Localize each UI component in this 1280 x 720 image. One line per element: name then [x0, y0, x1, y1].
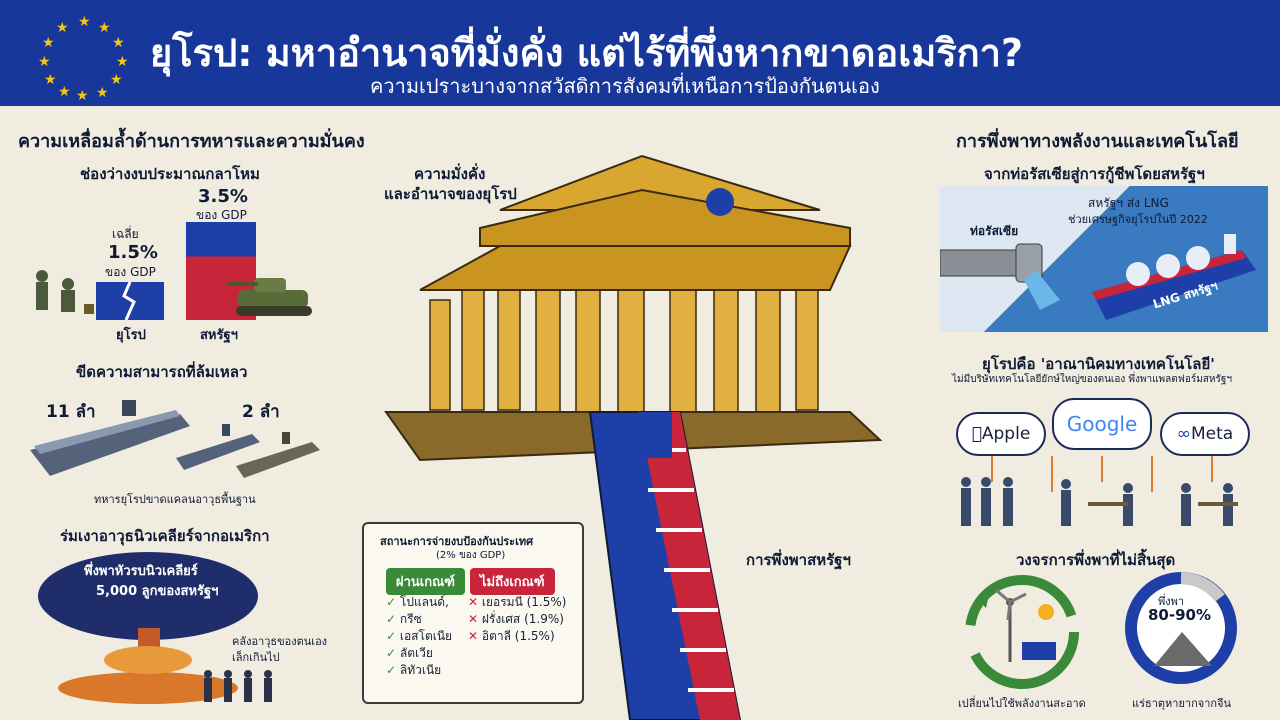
lng-text-1: สหรัฐฯ ส่ง LNG	[1088, 196, 1169, 210]
aircraft-carrier-icon	[30, 400, 190, 476]
military-section-title: ความเหลื่อมล้ำด้านการทหารและความมั่นคง	[18, 131, 365, 152]
soldier-silhouettes-icon	[204, 670, 272, 702]
us-label: สหรัฐฯ	[200, 328, 238, 343]
page-title: ยุโรป: มหาอำนาจที่มั่งคั่ง แต่ไร้ที่พึ่ง…	[150, 31, 1024, 75]
svg-text:★: ★	[38, 54, 51, 70]
budget-gap-title: ช่องว่างงบประมาณกลาโหม	[80, 165, 260, 183]
pass-item: ✓ เอสโตเนีย	[386, 629, 453, 643]
mushroom-cloud-icon	[38, 552, 258, 704]
temple-pillar-illustration	[384, 154, 883, 720]
eu-carrier-1-icon	[176, 424, 260, 470]
europe-budget-bar	[96, 281, 164, 321]
defense-status-scroll	[362, 522, 584, 704]
europe-budget-prefix: เฉลี่ย	[112, 227, 139, 241]
apple-label: Apple	[976, 424, 1030, 444]
soldiers-icon	[36, 270, 94, 314]
tech-title: ยุโรปคือ 'อาณานิคมทางเทคโนโลยี'	[982, 355, 1215, 373]
pass-item: ✓ โปแลนด์,	[386, 595, 449, 609]
svg-text:★: ★	[98, 20, 111, 36]
svg-text:★: ★	[96, 85, 109, 100]
svg-text:★: ★	[112, 35, 125, 51]
pass-list: ✓ โปแลนด์, ✓ กรีซ ✓ เอสโตเนีย ✓ ลัตเวีย …	[386, 594, 452, 679]
energy-title: จากท่อรัสเซียสู่การกู้ชีพโดยสหรัฐฯ	[984, 165, 1205, 183]
scroll-subtitle: (2% ของ GDP)	[436, 550, 506, 561]
google-cloud: Google	[1052, 398, 1152, 450]
europe-budget-unit: ของ GDP	[105, 265, 156, 279]
scroll-title: สถานะการจ่ายงบป้องกันประเทศ	[380, 535, 534, 548]
apple-logo-icon: 	[972, 424, 982, 444]
nuclear-cloud-text-1: พึ่งพาหัวรบนิวเคลียร์	[84, 564, 198, 579]
clean-energy-caption: เปลี่ยนไปใช้พลังงานสะอาด	[958, 697, 1086, 710]
svg-text:★: ★	[76, 88, 89, 100]
meta-cloud: ∞Meta	[1160, 412, 1250, 456]
meta-logo-icon: ∞	[1176, 424, 1191, 444]
wealth-label-1: ความมั่งคั่ง	[414, 165, 486, 183]
header-banner: ★ ★ ★ ★ ★ ★ ★ ★ ★ ★ ★ ★ ยุโรป: มหาอำนาจท…	[0, 0, 1280, 106]
nuclear-cloud-text-2: 5,000 ลูกของสหรัฐฯ	[96, 584, 219, 599]
eu-stars-icon: ★ ★ ★ ★ ★ ★ ★ ★ ★ ★ ★ ★	[38, 14, 129, 100]
tank-icon	[228, 278, 312, 316]
clean-energy-cycle-icon	[965, 575, 1079, 689]
google-label: Google	[1066, 412, 1138, 436]
apple-cloud: Apple	[956, 412, 1046, 456]
fail-badge: ไม่ถึงเกณฑ์	[470, 568, 555, 595]
meta-label: Meta	[1190, 424, 1234, 444]
svg-text:★: ★	[58, 84, 71, 100]
lng-ship-icon	[1092, 234, 1256, 320]
tech-subtitle: ไม่มีบริษัทเทคโนโลยียักษ์ใหญ่ของตนเอง พึ…	[952, 374, 1233, 385]
us-carrier-count: 11 ลำ	[46, 402, 96, 422]
energy-tech-section-title: การพึ่งพาทางพลังงานและเทคโนโลยี	[956, 131, 1239, 152]
donut-label-1: พึ่งพา	[1158, 595, 1185, 608]
nuclear-title: ร่มเงาอาวุธนิวเคลียร์จากอเมริกา	[60, 527, 270, 545]
europe-label: ยุโรป	[116, 328, 146, 343]
svg-text:★: ★	[78, 14, 91, 30]
europe-budget-value: 1.5%	[108, 242, 158, 263]
pass-badge: ผ่านเกณฑ์	[386, 568, 465, 595]
lng-text-2: ช่วยเศรษฐกิจยุโรปในปี 2022	[1068, 213, 1208, 226]
fail-item: ✕ ฝรั่งเศส (1.9%)	[468, 612, 564, 626]
fail-list: ✕ เยอรมนี (1.5%) ✕ ฝรั่งเศส (1.9%) ✕ อิต…	[468, 594, 566, 645]
svg-text:★: ★	[42, 35, 55, 51]
nuclear-note-2: เล็กเกินไป	[232, 651, 280, 664]
eu-carrier-2-icon	[236, 432, 320, 478]
fail-item: ✕ อิตาลี (1.5%)	[468, 629, 555, 643]
us-dependence-label: การพึ่งพาสหรัฐฯ	[746, 551, 851, 569]
dependence-donut-chart	[1125, 572, 1237, 684]
office-workers-illustration	[961, 456, 1238, 526]
us-budget-unit: ของ GDP	[196, 208, 247, 222]
eu-carrier-count: 2 ลำ	[242, 402, 280, 422]
svg-text:★: ★	[44, 72, 57, 88]
svg-text:★: ★	[116, 54, 129, 70]
rare-earth-caption: แร่ธาตุหายากจากจีน	[1132, 697, 1231, 710]
svg-text:★: ★	[110, 72, 123, 88]
donut-label-2: 80-90%	[1148, 606, 1212, 624]
wealth-label-2: และอำนาจของยุโรป	[384, 185, 517, 203]
nuclear-note-1: คลังอาวุธของตนเอง	[232, 635, 328, 648]
cycle-title: วงจรการพึ่งพาที่ไม่สิ้นสุด	[1016, 551, 1176, 569]
page-subtitle: ความเปราะบางจากสวัสดิการสังคมที่เหนือการ…	[370, 74, 880, 98]
pass-item: ✓ ลัตเวีย	[386, 646, 433, 660]
pass-item: ✓ กรีซ	[386, 612, 422, 626]
pass-item: ✓ ลิทัวเนีย	[386, 663, 442, 677]
us-budget-value: 3.5%	[198, 186, 248, 207]
pipeline-icon	[940, 243, 1060, 310]
capability-caption: ทหารยุโรปขาดแคลนอาวุธพื้นฐาน	[94, 493, 256, 506]
fail-item: ✕ เยอรมนี (1.5%)	[468, 595, 567, 609]
pipe-label: ท่อรัสเซีย	[970, 224, 1019, 238]
svg-text:★: ★	[56, 20, 69, 36]
capability-title: ขีดความสามารถที่ล้มเหลว	[76, 363, 248, 381]
